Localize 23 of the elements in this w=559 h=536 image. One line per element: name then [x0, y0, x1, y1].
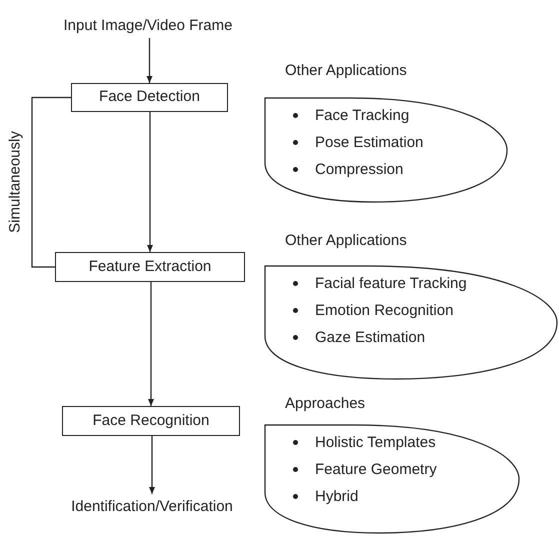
list-item: Compression: [315, 160, 404, 180]
list-item: Emotion Recognition: [315, 301, 454, 321]
bracket-connector: [31, 96, 71, 268]
process-box: Face Recognition: [62, 406, 240, 436]
list-item: Pose Estimation: [315, 133, 424, 153]
list-item: Face Tracking: [315, 106, 410, 126]
bubble-heading: Approaches: [285, 394, 366, 414]
process-box: Feature Extraction: [55, 252, 245, 282]
list-item: Facial feature Tracking: [315, 274, 467, 294]
arrow: [146, 38, 152, 83]
list-item: Gaze Estimation: [315, 328, 426, 348]
terminal-label: Identification/Verification: [17, 494, 287, 520]
bubble-heading: Other Applications: [285, 61, 407, 81]
terminal-label: Input Image/Video Frame: [28, 14, 268, 38]
edge-label: Simultaneously: [8, 129, 22, 236]
process-box: Face Detection: [71, 83, 228, 112]
list-item: Hybrid: [315, 487, 358, 507]
arrow: [148, 282, 154, 406]
arrow: [149, 436, 155, 494]
bubble-heading: Other Applications: [285, 231, 407, 251]
arrow: [147, 112, 153, 252]
list-item: Holistic Templates: [315, 433, 436, 453]
list-item: Feature Geometry: [315, 460, 437, 480]
